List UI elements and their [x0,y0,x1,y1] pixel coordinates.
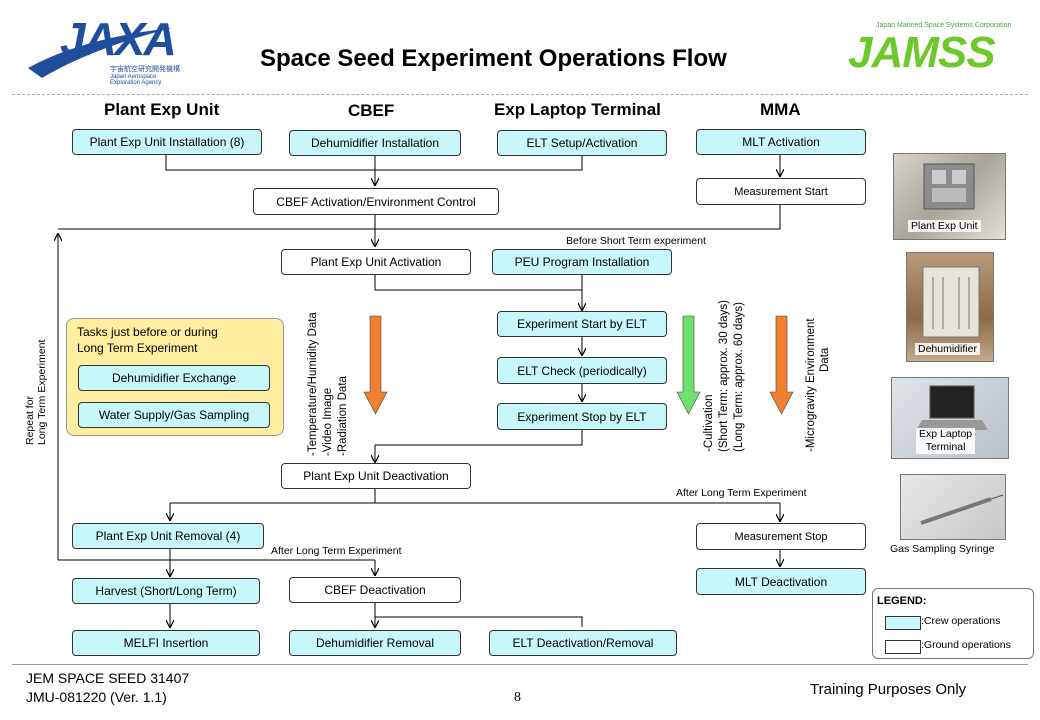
peu-removal-box: Plant Exp Unit Removal (4) [72,523,264,549]
footer-divider [12,664,1028,665]
column-header-mma: MMA [760,100,801,119]
laptop-icon [916,385,988,430]
title-divider [12,94,1028,95]
jaxa-subtitle-jp: 宇宙航空研究開発機構 [110,66,180,73]
peu-program-box: PEU Program Installation [492,249,672,275]
elt-check-box: ELT Check (periodically) [497,357,667,384]
microgravity-line2: Data [819,347,831,372]
plant-exp-unit-photo: Plant Exp Unit [893,153,1006,240]
footer-training-note: Training Purposes Only [810,681,967,698]
exp-laptop-caption-line2: Terminal [925,441,966,453]
elt-setup-box: ELT Setup/Activation [497,130,667,156]
cultivation-line1: -Cultivation [703,394,715,452]
experiment-stop-box: Experiment Stop by ELT [497,403,667,430]
column-header-elt: Exp Laptop Terminal [494,100,661,119]
water-supply-box: Water Supply/Gas Sampling [78,402,270,428]
jamss-logo: Japan Manned Space Systems Corporation J… [848,22,1018,82]
peu-data-line2: -Video Image [322,387,334,456]
cultivation-line2: (Short Term: approx. 30 days) [718,300,730,452]
legend-title: LEGEND: [877,595,927,607]
jamss-subtitle: Japan Manned Space Systems Corporation [876,22,1012,29]
cbef-activation-box: CBEF Activation/Environment Control [253,188,499,215]
measurement-stop-box: Measurement Stop [696,523,866,550]
mlt-deactivation-box: MLT Deactivation [696,568,866,595]
exp-laptop-caption-line1: Exp Laptop [919,428,973,440]
before-short-term-note: Before Short Term experiment [566,235,706,247]
after-long-term-note-right: After Long Term Experiment [676,487,807,499]
microgravity-note: -Microgravity Environment Data [804,318,832,452]
harvest-box: Harvest (Short/Long Term) [72,578,260,604]
peu-data-line3: -Radiation Data [337,376,349,456]
mlt-activation-box: MLT Activation [696,129,866,155]
cultivation-line3: (Long Term: approx. 60 days) [733,301,745,452]
gas-syringe-photo [900,474,1006,540]
data-arrow-orange-icon [363,315,388,415]
legend-ground-label: :Ground operations [921,639,1011,651]
dehumidifier-caption: Dehumidifier [915,343,980,355]
peu-installation-box: Plant Exp Unit Installation (8) [72,129,262,155]
after-long-term-note-left: After Long Term Experiment [271,545,402,557]
legend-crew-label: :Crew operations [921,615,1001,627]
elt-deactivation-box: ELT Deactivation/Removal [489,630,677,656]
column-header-plant: Plant Exp Unit [104,100,220,119]
tasks-panel-title-line2: Long Term Experiment [77,341,198,355]
plant-exp-unit-caption: Plant Exp Unit [908,220,981,232]
cultivation-arrow-green-icon [676,315,701,415]
microgravity-arrow-orange-icon [769,315,794,415]
syringe-icon [920,494,1004,525]
peu-activation-box: Plant Exp Unit Activation [281,249,471,275]
cbef-deactivation-box: CBEF Deactivation [289,577,461,603]
microgravity-line1: -Microgravity Environment [805,318,817,452]
footer-version: JMU-081220 (Ver. 1.1) [26,689,167,705]
peu-deactivation-box: Plant Exp Unit Deactivation [281,463,471,489]
measurement-start-box: Measurement Start [696,178,866,205]
dehumidifier-photo: Dehumidifier [906,252,994,362]
repeat-note: Repeat for Long Term Experiment [24,340,48,445]
jaxa-subtitle-en: Japan Aerospace Exploration Agency [110,74,162,86]
legend-crew-swatch [885,616,921,630]
jaxa-wordmark: JAXA [60,13,177,65]
page-title: Space Seed Experiment Operations Flow [260,45,727,72]
peu-data-line1: -Temperature/Humidity Data [307,312,319,456]
plant-unit-device-icon [923,163,975,210]
dehumidifier-installation-box: Dehumidifier Installation [289,130,461,156]
experiment-start-box: Experiment Start by ELT [497,311,667,337]
melfi-insertion-box: MELFI Insertion [72,630,260,656]
column-header-cbef: CBEF [348,101,395,120]
repeat-note-line1: Repeat for [24,395,36,445]
jaxa-logo: JAXA 宇宙航空研究開発機構 Japan Aerospace Explorat… [22,8,182,90]
legend: LEGEND: :Crew operations :Ground operati… [872,588,1034,659]
peu-data-note: -Temperature/Humidity Data -Video Image … [306,312,351,456]
exp-laptop-caption: Exp Laptop Terminal [916,428,976,454]
jamss-wordmark: JAMSS [848,28,996,77]
footer-page-number: 8 [514,690,521,705]
dehumidifier-removal-box: Dehumidifier Removal [289,630,461,656]
dehumidifier-exchange-box: Dehumidifier Exchange [78,365,270,391]
jaxa-swoosh-icon [28,28,172,78]
exp-laptop-photo: Exp Laptop Terminal [891,377,1009,459]
legend-ground-swatch [885,640,921,654]
dehumidifier-device-icon [922,266,980,338]
repeat-note-line2: Long Term Experiment [36,339,48,445]
footer-doc-id: JEM SPACE SEED 31407 [26,670,190,686]
tasks-panel-title-line1: Tasks just before or during [77,325,218,339]
cultivation-note: -Cultivation (Short Term: approx. 30 day… [702,300,747,452]
gas-syringe-caption: Gas Sampling Syringe [890,543,995,555]
